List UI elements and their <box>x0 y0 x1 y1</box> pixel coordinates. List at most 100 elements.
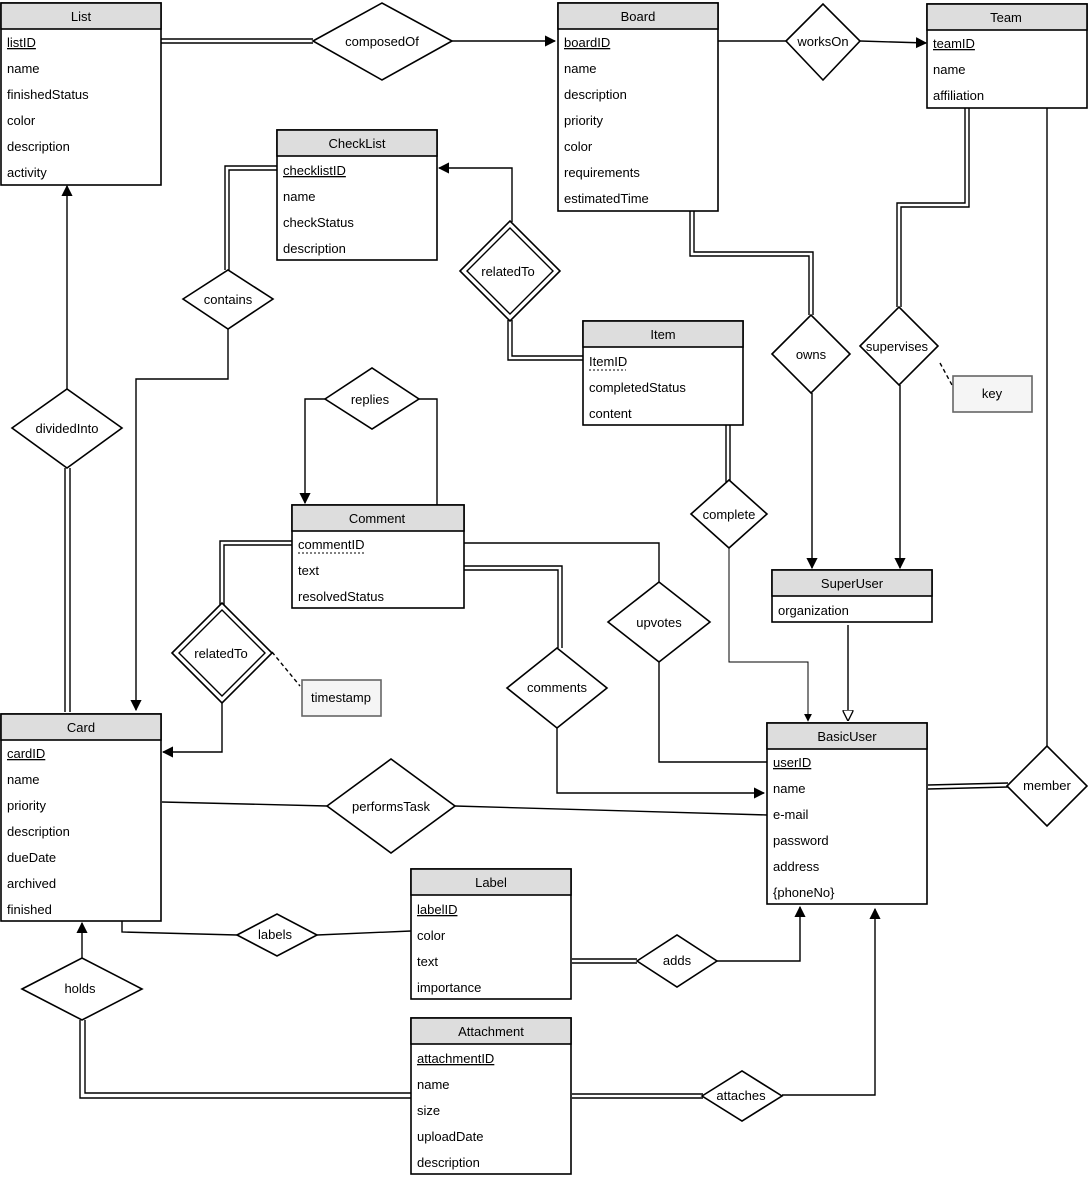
relationship-label: comments <box>527 680 587 695</box>
line-comment-upvotes <box>464 542 660 582</box>
entity-title: List <box>71 9 92 24</box>
line-performstask-basicuser <box>454 805 768 816</box>
note-timestamp: timestamp <box>301 679 382 717</box>
relationship-labels: labels <box>235 913 319 957</box>
attribute-key: teamID <box>933 36 975 51</box>
relationship-label: owns <box>796 347 827 362</box>
attribute: color <box>564 139 593 154</box>
attribute: text <box>417 954 438 969</box>
relationship-label: member <box>1023 778 1071 793</box>
entity-board: Board boardID name description priority … <box>557 2 719 212</box>
attribute: name <box>7 61 40 76</box>
relationship-member: member <box>1005 744 1088 828</box>
attribute: color <box>7 113 36 128</box>
relationship-comments: comments <box>505 646 609 730</box>
connectors <box>61 35 1048 1099</box>
entity-list: List listID name finishedStatus color de… <box>0 2 162 186</box>
line-supervises-key <box>939 362 953 386</box>
relationship-label: relatedTo <box>481 264 534 279</box>
attribute: importance <box>417 980 481 995</box>
line-comment-comments <box>464 565 563 648</box>
relationship-label: worksOn <box>796 34 848 49</box>
line-contains-card <box>130 329 229 712</box>
line-adds-basicuser <box>716 905 806 962</box>
note-key: key <box>952 375 1033 413</box>
attribute-key: attachmentID <box>417 1051 494 1066</box>
relationship-label: holds <box>64 981 96 996</box>
line-replies-left <box>299 398 331 505</box>
relationship-replies: replies <box>323 367 421 430</box>
line-comments-basicuser <box>556 728 766 799</box>
entity-title: Card <box>67 720 95 735</box>
attribute: address <box>773 859 820 874</box>
relationship-label: composedOf <box>345 34 419 49</box>
line-checklist-contains <box>224 165 277 270</box>
relationship-label: complete <box>703 507 756 522</box>
relationship-label: labels <box>258 927 292 942</box>
attribute-key: userID <box>773 755 811 770</box>
entity-title: Item <box>650 327 675 342</box>
attribute: priority <box>564 113 604 128</box>
relationship-dividedinto: dividedInto <box>10 388 124 469</box>
relationship-label: contains <box>204 292 253 307</box>
attribute: content <box>589 406 632 421</box>
entity-title: Attachment <box>458 1024 524 1039</box>
attribute: completedStatus <box>589 380 686 395</box>
attribute-partial-key: ItemID <box>589 354 627 369</box>
relationship-label: relatedTo <box>194 646 247 661</box>
line-relatedto-item <box>507 320 583 361</box>
line-relatedto-timestamp <box>271 651 301 687</box>
note-label: key <box>982 386 1003 401</box>
line-card-labels <box>121 921 238 936</box>
relationship-owns: owns <box>770 313 852 395</box>
relationship-relatedto-checklist: relatedTo <box>458 219 562 323</box>
relationship-supervises: supervises <box>858 305 940 387</box>
attribute: finishedStatus <box>7 87 89 102</box>
attribute: name <box>564 61 597 76</box>
relationship-label: supervises <box>866 339 929 354</box>
relationship-workson: worksOn <box>784 2 862 82</box>
attribute: resolvedStatus <box>298 589 384 604</box>
line-relatedto-checklist <box>437 162 513 222</box>
attribute: priority <box>7 798 47 813</box>
attribute: name <box>283 189 316 204</box>
relationship-label: dividedInto <box>36 421 99 436</box>
attribute-key: boardID <box>564 35 610 50</box>
relationship-label: performsTask <box>352 799 431 814</box>
relationship-upvotes: upvotes <box>606 580 712 664</box>
attribute: organization <box>778 603 849 618</box>
entity-title: CheckList <box>328 136 385 151</box>
attribute-key: labelID <box>417 902 457 917</box>
line-card-performstask <box>161 801 328 807</box>
attribute: name <box>773 781 806 796</box>
entity-team: Team teamID name affiliation <box>926 3 1088 109</box>
line-replies-right <box>413 398 438 505</box>
entity-comment: Comment commentID text resolvedStatus <box>291 504 465 609</box>
attribute: requirements <box>564 165 640 180</box>
relationship-complete: complete <box>689 478 769 550</box>
attribute: description <box>417 1155 480 1170</box>
attribute: size <box>417 1103 440 1118</box>
attribute: archived <box>7 876 56 891</box>
entity-attachment: Attachment attachmentID name size upload… <box>410 1017 572 1175</box>
attribute: text <box>298 563 319 578</box>
note-label: timestamp <box>311 690 371 705</box>
line-complete-basicuser <box>728 548 812 722</box>
attribute: description <box>7 139 70 154</box>
attribute-key: listID <box>7 35 36 50</box>
relationship-contains: contains <box>181 269 275 330</box>
attribute-key: cardID <box>7 746 45 761</box>
attribute: activity <box>7 165 47 180</box>
attribute: name <box>417 1077 450 1092</box>
line-board-owns <box>689 211 810 315</box>
entity-title: Board <box>621 9 656 24</box>
entity-title: SuperUser <box>821 576 884 591</box>
relationship-label: attaches <box>716 1088 766 1103</box>
line-team-supervises <box>896 108 966 307</box>
relationship-label: upvotes <box>636 615 682 630</box>
attribute: description <box>564 87 627 102</box>
line-member-basicuser <box>927 782 1009 786</box>
attribute: password <box>773 833 829 848</box>
